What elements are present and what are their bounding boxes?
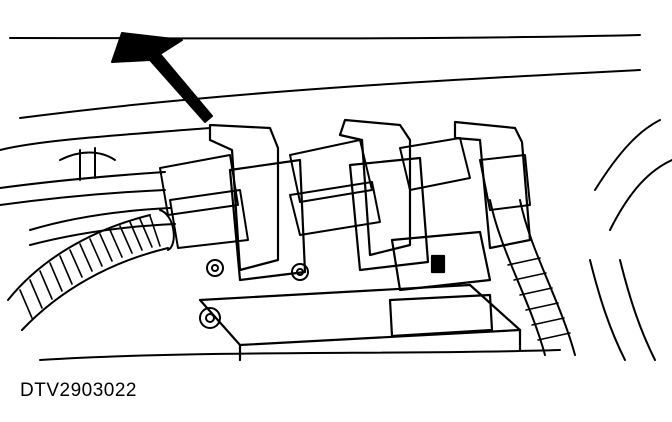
pointer-arrow-icon [111, 32, 213, 123]
right-wiring-conduit [479, 154, 576, 356]
spark-plug-boots [159, 137, 471, 249]
spark-plug-wire-left [0, 147, 176, 246]
figure-code-label: DTV2903022 [20, 380, 137, 401]
right-side-harness [589, 119, 672, 361]
engine-background-lines [0, 34, 641, 361]
ignition-coil-pack [198, 118, 532, 362]
mounting-bolts [199, 259, 309, 329]
left-wiring-conduit [7, 209, 175, 331]
coil-connector [390, 230, 492, 292]
